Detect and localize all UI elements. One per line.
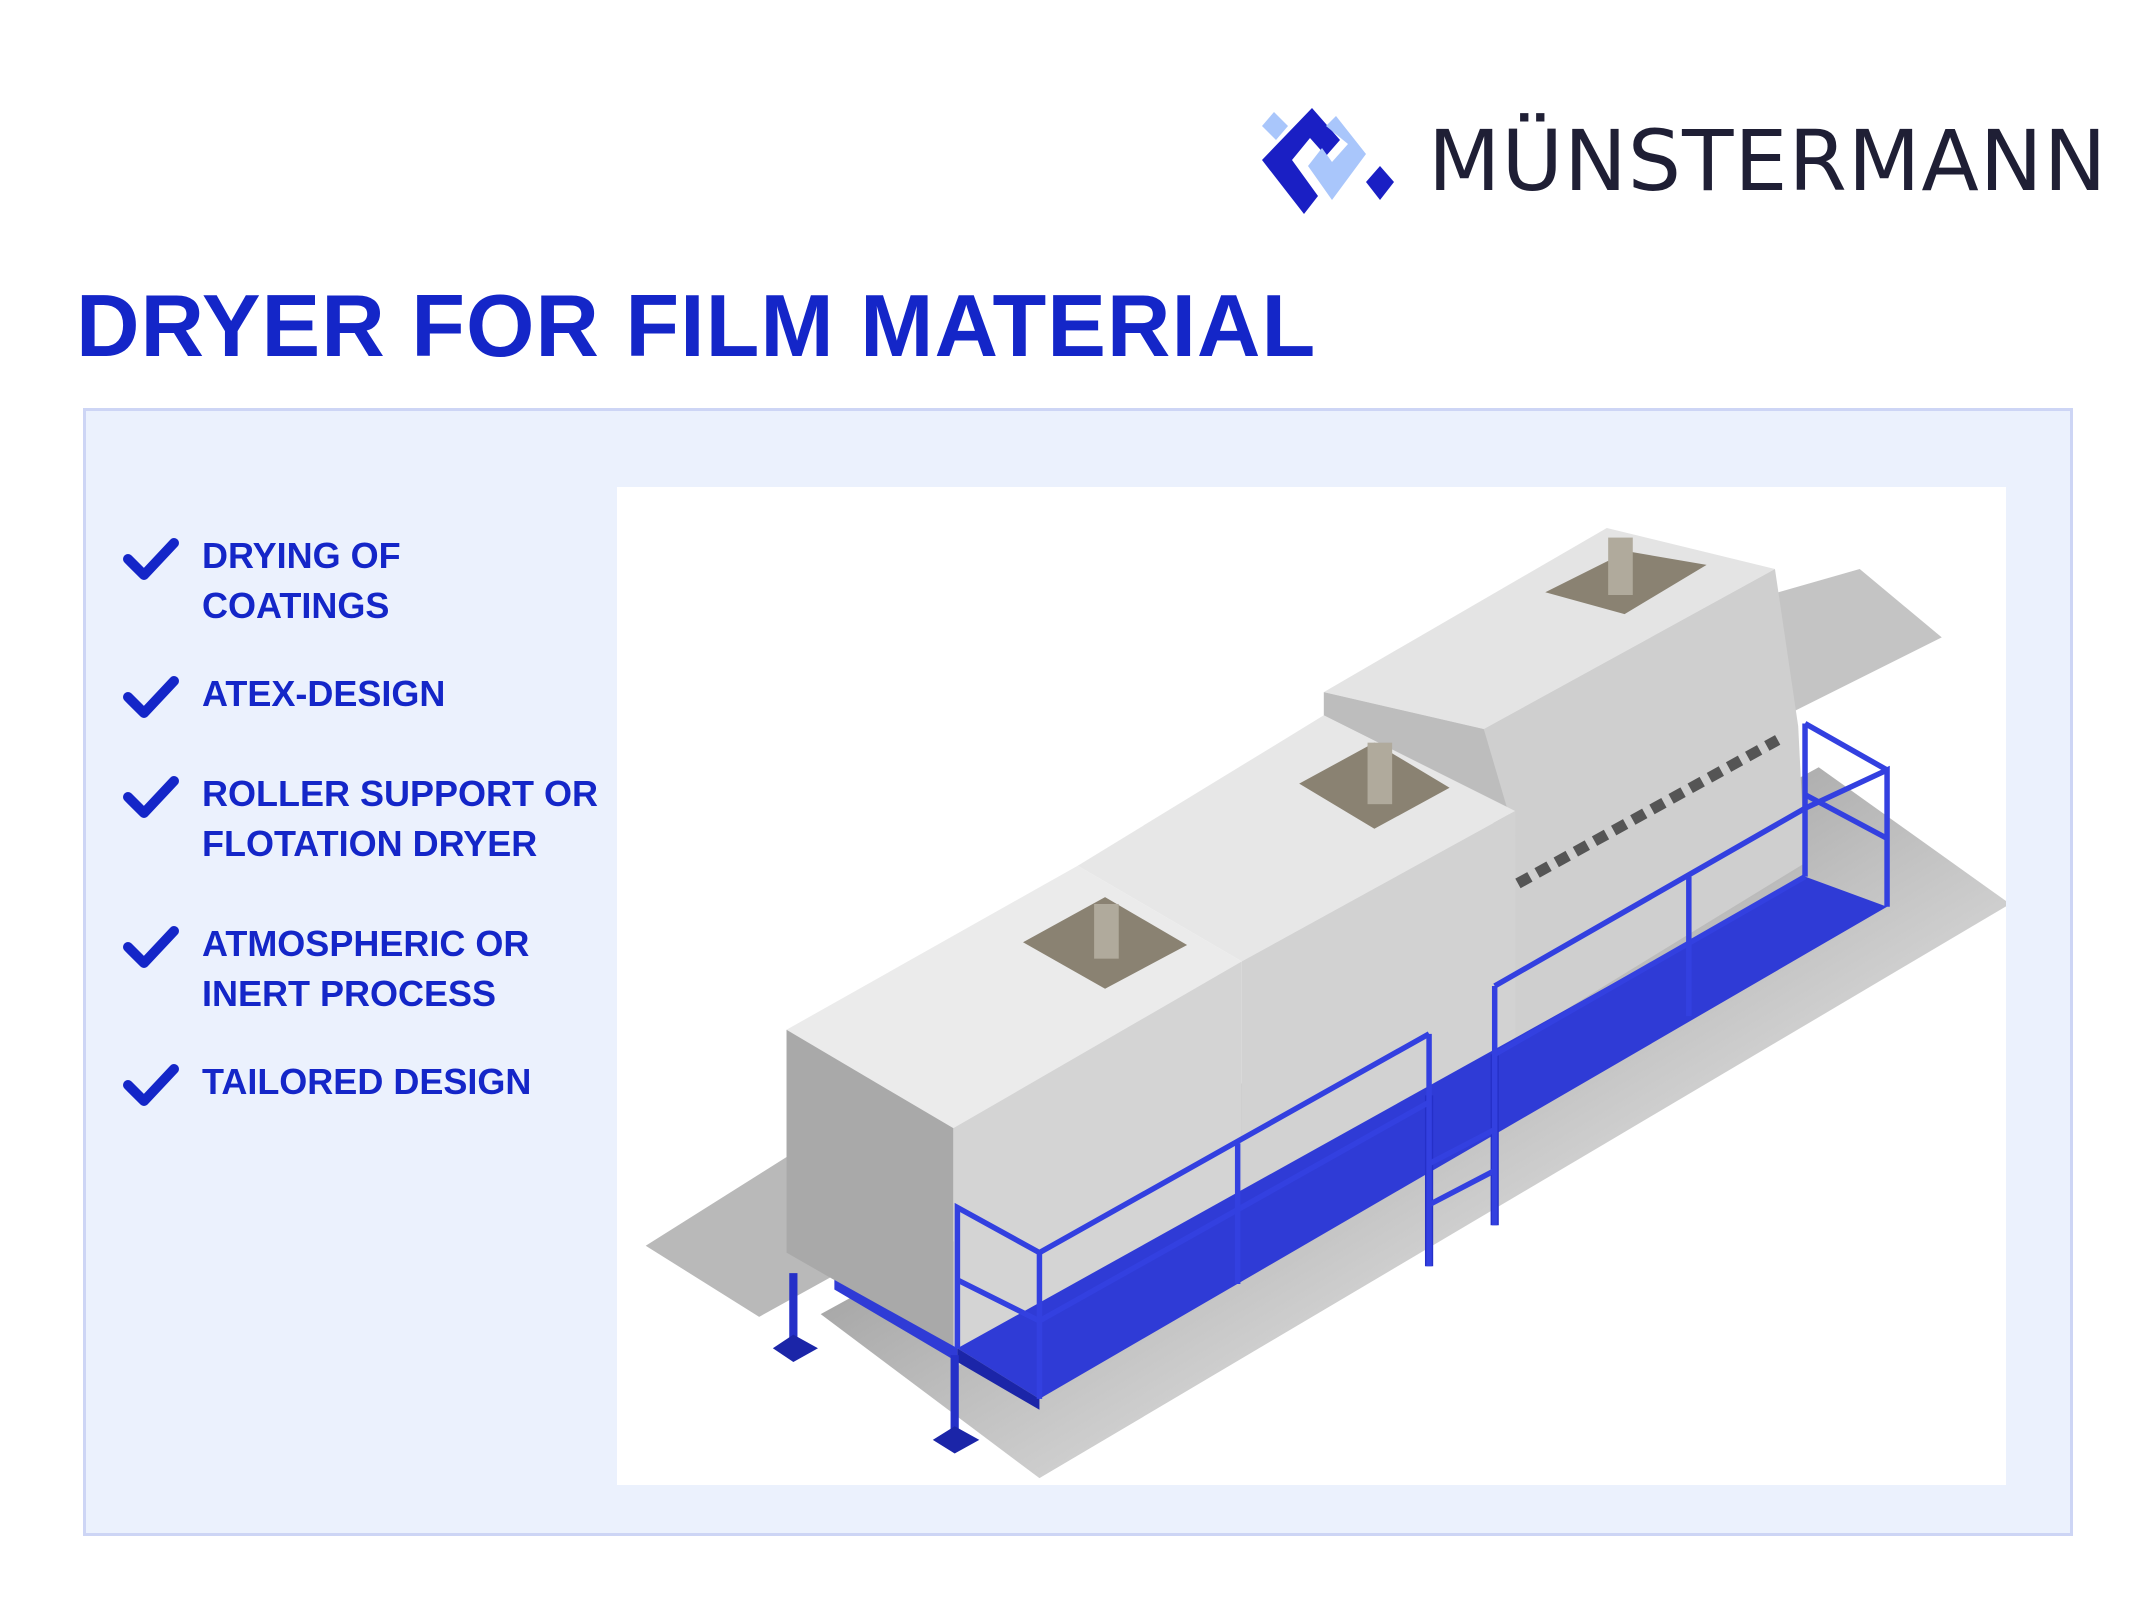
feature-line: DRYING OF: [202, 535, 401, 576]
feature-list: DRYING OF COATINGS ATEX-DESIGN ROLLER SU…: [122, 531, 598, 1107]
dryer-machine-drawing: [645, 528, 2006, 1479]
safety-railing: [954, 721, 1890, 1399]
feature-item: ROLLER SUPPORT OR FLOTATION DRYER: [122, 769, 598, 869]
outfeed-flap: [1764, 569, 1942, 720]
feature-item: ATMOSPHERIC OR INERT PROCESS: [122, 919, 598, 1019]
checkmark-icon: [123, 776, 179, 818]
checkmark-icon: [123, 926, 179, 968]
logo-mark-icon: [1262, 108, 1394, 214]
feature-line: COATINGS: [202, 585, 390, 626]
walkway-platform: [957, 876, 1888, 1399]
dryer-illustration: [617, 487, 2006, 1485]
features-panel: DRYING OF COATINGS ATEX-DESIGN ROLLER SU…: [83, 408, 2073, 1536]
feature-item: ATEX-DESIGN: [122, 669, 598, 719]
feature-line: FLOTATION DRYER: [202, 823, 538, 864]
checkmark-icon: [123, 1064, 179, 1106]
feature-item: TAILORED DESIGN: [122, 1057, 598, 1107]
fan-vent: [1299, 742, 1450, 829]
feature-line: INERT PROCESS: [202, 973, 497, 1014]
feature-line: TAILORED DESIGN: [202, 1061, 532, 1102]
feature-line: ATMOSPHERIC OR: [202, 923, 530, 964]
fan-vent: [1545, 537, 1707, 615]
checkmark-icon: [123, 538, 179, 580]
checkmark-icon: [123, 676, 179, 718]
fan-vent: [1023, 897, 1188, 989]
feature-item: DRYING OF COATINGS: [122, 531, 598, 631]
feature-line: ATEX-DESIGN: [202, 673, 446, 714]
munstermann-logo[interactable]: MÜNSTERMANN: [1262, 108, 2107, 214]
feature-line: ROLLER SUPPORT OR: [202, 773, 599, 814]
page-title: DRYER FOR FILM MATERIAL: [76, 276, 1317, 375]
brand-name: MÜNSTERMANN: [1428, 112, 2108, 210]
